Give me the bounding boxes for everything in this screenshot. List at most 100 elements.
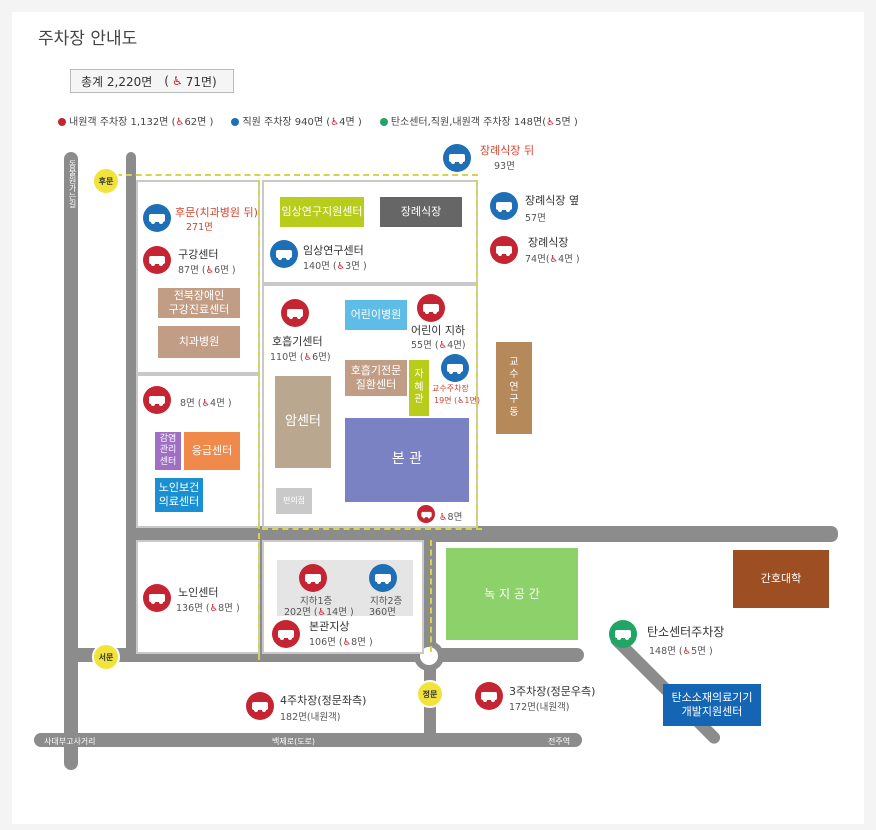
east-road-dash <box>476 180 482 530</box>
wheelchair-icon: ♿ <box>330 117 340 128</box>
parking-icon[interactable] <box>270 240 298 268</box>
building-emergency: 응급센터 <box>184 432 240 470</box>
parking-icon[interactable] <box>299 564 327 592</box>
wheelchair-icon: ♿ <box>438 340 448 351</box>
wheelchair-icon: ♿ <box>201 398 211 409</box>
roundabout <box>414 641 444 671</box>
parking-lot4-count: 182면(내원객) <box>280 712 341 723</box>
wheelchair-icon: ♿ <box>336 261 346 272</box>
parking-icon[interactable] <box>369 564 397 592</box>
back-road-dash <box>116 174 478 186</box>
parking-carbon-count: 148면 (♿5면 ) <box>649 646 713 657</box>
red-dot-icon <box>58 118 66 126</box>
middle-road-dash <box>262 528 482 534</box>
building-dental: 치과병원 <box>158 326 240 358</box>
parking-icon[interactable] <box>143 204 171 232</box>
parking-icon[interactable] <box>143 386 171 414</box>
wheelchair-icon: ♿ <box>457 396 465 405</box>
parking-icon[interactable] <box>609 620 637 648</box>
parking-respiratory-name: 호흡기센터 <box>272 335 323 348</box>
parking-icon[interactable] <box>143 584 171 612</box>
parking-funeral-back-count: 93면 <box>494 161 515 172</box>
parking-west-small-count: 8면 (♿4면 ) <box>180 398 232 409</box>
parking-main-small-count: ♿8면 <box>439 512 463 523</box>
parking-icon[interactable] <box>417 294 445 322</box>
parking-professor-name: 교수주차장 <box>432 384 469 393</box>
gate-back[interactable]: 후문 <box>92 167 120 195</box>
building-convenience: 편의점 <box>276 488 312 514</box>
parking-funeral-count: 74면(♿4면 ) <box>525 254 580 265</box>
building-clinical-support: 임상연구지원센터 <box>280 197 364 227</box>
parking-icon[interactable] <box>490 236 518 264</box>
parking-children-name: 어린이 지하 <box>411 324 466 337</box>
legend-item-staff: 직원 주차장 940면 (♿4면 ) <box>231 113 362 128</box>
wheelchair-icon: ♿ <box>546 117 556 128</box>
parking-icon[interactable] <box>417 505 435 523</box>
building-professor-research: 교 수 연 구 동 <box>496 342 532 434</box>
parking-icon[interactable] <box>246 692 274 720</box>
parking-icon[interactable] <box>281 299 309 327</box>
wheelchair-icon: ♿ <box>317 607 327 618</box>
building-rehab: 전북장애인 구강진료센터 <box>158 288 240 318</box>
building-jahye: 자 혜 관 <box>409 360 429 416</box>
road-left <box>64 152 78 770</box>
legend-item-visitor: 내원객 주차장 1,132면 (♿62면 ) <box>58 113 213 128</box>
total-accessible: 71면) <box>185 74 217 89</box>
legend-staff-text: 직원 주차장 940면 ( <box>242 117 331 128</box>
parking-funeral-back-name: 장례식장 뒤 <box>480 144 535 157</box>
legend-carbon-text: 탄소센터,직원,내원객 주차장 148면( <box>390 117 547 128</box>
wheelchair-icon: ♿ <box>209 603 219 614</box>
gate-main[interactable]: 정문 <box>416 680 444 708</box>
parking-basement2-count: 360면 <box>369 607 396 618</box>
total-box: 총계 2,220면 ( ♿ 71면) <box>70 69 234 93</box>
parking-oral-name: 구강센터 <box>178 248 219 261</box>
green-dot-icon <box>379 118 388 126</box>
road-inner-left <box>126 152 136 662</box>
parking-backgate-name: 후문(치과병원 뒤) <box>175 206 258 219</box>
building-children: 어린이병원 <box>345 300 407 330</box>
parking-children-count: 55면 (♿4면) <box>411 340 466 351</box>
gate-west[interactable]: 서문 <box>92 643 120 671</box>
parking-basement1-name: 지하1층 <box>300 596 333 607</box>
wheelchair-icon: ♿ <box>175 117 185 128</box>
building-main: 본 관 <box>345 418 469 502</box>
building-infection: 감염 관리 센터 <box>155 432 181 470</box>
total-open-paren: ( <box>164 74 169 88</box>
parking-elderly-count: 136면 (♿8면 ) <box>176 603 240 614</box>
building-respiratory: 호흡기전문 질환센터 <box>345 360 407 396</box>
parking-carbon-name: 탄소센터주차장 <box>647 625 725 639</box>
legend: 내원객 주차장 1,132면 (♿62면 ) 직원 주차장 940면 (♿4면 … <box>58 113 578 128</box>
center-road-dash <box>258 180 264 660</box>
parking-lot4-name: 4주차장(정문좌측) <box>280 694 367 707</box>
main-gate-road-dash <box>430 540 436 652</box>
building-elderly-medical: 노인보건 의료센터 <box>155 478 203 512</box>
building-carbon-dev: 탄소소재의료기기 개발지원센터 <box>663 684 761 726</box>
parking-funeral-name: 장례식장 <box>528 236 569 249</box>
parking-elderly-name: 노인센터 <box>178 586 219 599</box>
parking-lot3-count: 172면(내원객) <box>509 702 570 713</box>
parking-icon[interactable] <box>475 682 503 710</box>
parking-respiratory-count: 110면 (♿6면) <box>270 352 331 363</box>
legend-visitor-count: 62면 ) <box>184 117 214 128</box>
legend-item-carbon: 탄소센터,직원,내원객 주차장 148면(♿5면 ) <box>379 113 578 128</box>
parking-icon[interactable] <box>441 354 469 382</box>
road-middle <box>132 526 838 542</box>
building-cancer: 암센터 <box>275 376 331 468</box>
wheelchair-icon: ♿ <box>682 646 692 657</box>
parking-backgate-count: 271면 <box>186 222 213 233</box>
parking-clinical-name: 임상연구센터 <box>303 244 364 257</box>
road-label-bottom-left: 사대부고사거리 <box>44 737 96 746</box>
parking-icon[interactable] <box>272 620 300 648</box>
block-north <box>262 180 478 284</box>
parking-icon[interactable] <box>143 246 171 274</box>
parking-icon[interactable] <box>490 192 518 220</box>
parking-funeral-side-count: 57면 <box>525 213 546 224</box>
wheelchair-icon: ♿ <box>303 352 313 363</box>
parking-main-ground-name: 본관지상 <box>309 620 350 633</box>
road-bottom <box>34 733 582 747</box>
parking-basement1-count: 202면 (♿14면 ) <box>284 607 354 618</box>
parking-icon[interactable] <box>443 144 471 172</box>
parking-main-ground-count: 106면 (♿8면 ) <box>309 637 373 648</box>
road-label-bottom-mid: 백제로(도로) <box>272 737 316 746</box>
